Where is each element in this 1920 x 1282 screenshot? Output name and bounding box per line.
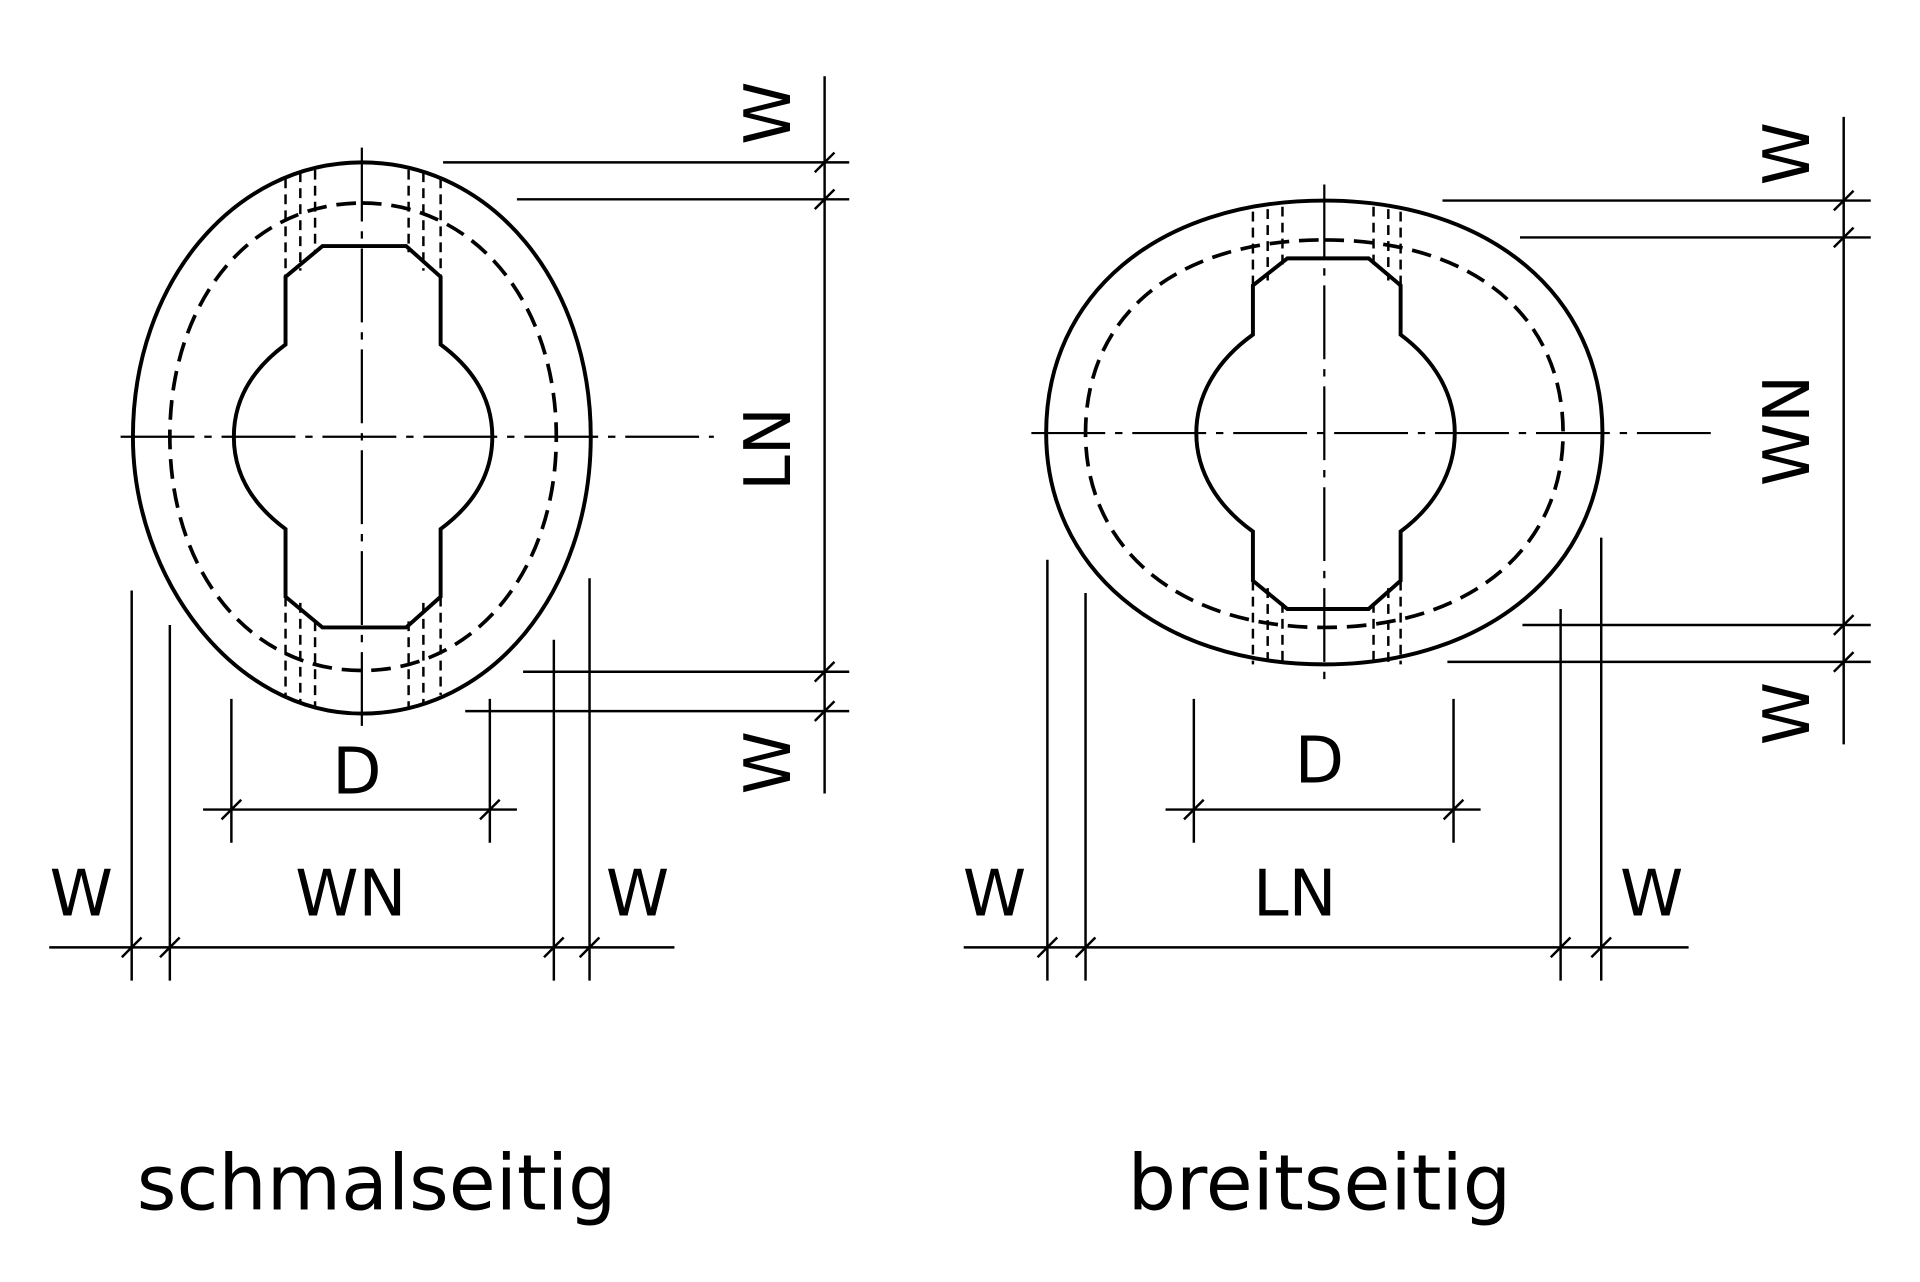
left-label-w-right: W: [606, 857, 669, 931]
right-keyhole: [1194, 256, 1457, 611]
left-tab-lines: [284, 169, 442, 708]
right-horizontal-dimension: [963, 537, 1689, 981]
right-label-w-right: W: [1620, 857, 1683, 931]
left-hidden-contour: [167, 201, 559, 673]
right-vertical-dimension: [1442, 116, 1871, 745]
left-vertical-dimension: [443, 76, 850, 794]
left-label-w-top: W: [732, 82, 806, 145]
left-label-w-left: W: [50, 857, 113, 931]
right-label-w-top: W: [1751, 122, 1825, 185]
right-caption: breitseitig: [1128, 1138, 1512, 1227]
left-keyhole: [231, 244, 495, 630]
right-label-w-left: W: [963, 857, 1026, 931]
left-d-dimension: [203, 698, 517, 843]
right-label-ln: LN: [1253, 857, 1337, 931]
left-label-wn: WN: [295, 857, 406, 931]
right-d-dimension: [1165, 698, 1481, 843]
right-label-w-bottom: W: [1751, 682, 1825, 745]
right-label-d: D: [1295, 724, 1344, 798]
right-label-wn: WN: [1751, 375, 1825, 486]
left-label-w-bottom: W: [732, 731, 806, 794]
right-outer-contour: [1044, 198, 1605, 667]
left-caption: schmalseitig: [137, 1138, 617, 1227]
left-view: W LN W D W WN W schmalseitig: [49, 76, 850, 1227]
right-view: W WN W D W LN W breitseitig: [963, 116, 1871, 1227]
left-horizontal-dimension: [49, 578, 675, 981]
left-label-ln: LN: [732, 407, 806, 490]
right-tab-lines: [1251, 206, 1402, 665]
left-label-d: D: [332, 736, 381, 810]
